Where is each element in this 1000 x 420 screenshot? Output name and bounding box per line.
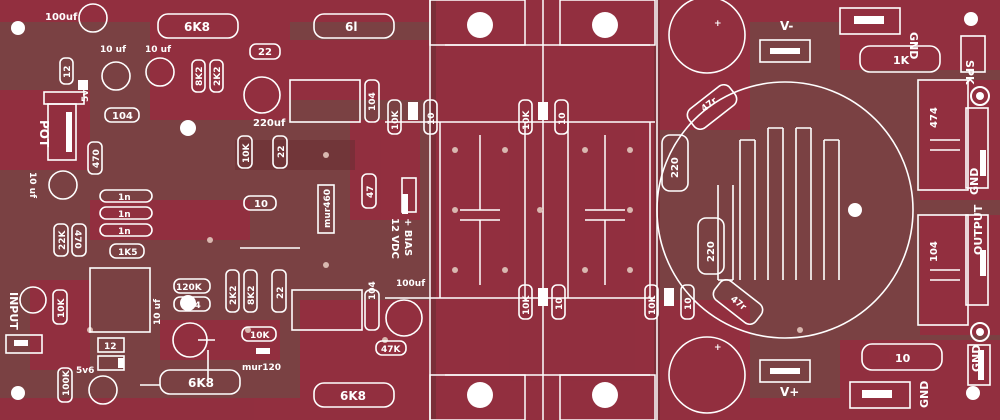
label-c1n-a: 1n bbox=[118, 193, 131, 203]
label-r47-mid: 47 bbox=[366, 185, 376, 198]
label-c474: 474 bbox=[929, 107, 940, 128]
label-r10-t1: 10 bbox=[427, 112, 437, 125]
label-input: INPUT bbox=[7, 292, 20, 330]
label-r22k: 22K bbox=[58, 229, 68, 250]
label-gnd-bot2: GND bbox=[970, 345, 983, 372]
label-r220-b: 220 bbox=[706, 241, 717, 262]
label-c104-right: 104 bbox=[929, 241, 940, 262]
label-plus-top: + bbox=[714, 19, 722, 29]
label-r10-b1: 10 bbox=[555, 297, 565, 310]
label-gnd-top: GND bbox=[907, 32, 920, 59]
label-c10uf-b: 10 uf bbox=[145, 45, 171, 55]
label-spk: SPK bbox=[963, 60, 976, 85]
label-mur460: mur460 bbox=[323, 189, 333, 228]
label-r10k-a: 10K bbox=[242, 142, 252, 163]
label-c100uf-top: 100uf bbox=[45, 12, 78, 23]
label-r6k8-low: 6K8 bbox=[188, 376, 214, 390]
label-mur120: mur120 bbox=[242, 363, 281, 373]
label-pot: POT bbox=[37, 120, 51, 148]
label-c10uf-a: 10 uf bbox=[100, 45, 126, 55]
label-r10-right: 10 bbox=[895, 352, 911, 365]
label-r8k2-a: 8K2 bbox=[195, 67, 205, 87]
label-v-minus: V- bbox=[780, 19, 793, 33]
mounting-holes bbox=[11, 12, 990, 408]
label-r470: 470 bbox=[92, 149, 102, 168]
label-c1n-c: 1n bbox=[118, 227, 131, 237]
label-r10-b2: 10 bbox=[684, 297, 694, 310]
label-vdc: 12 VDC bbox=[389, 218, 400, 259]
label-r8k2-b: 8K2 bbox=[247, 286, 257, 306]
label-r22-top: 22 bbox=[258, 47, 272, 58]
label-r22-low: 22 bbox=[276, 286, 286, 299]
label-gnd-bot: GND bbox=[918, 381, 931, 408]
label-z5v6-top: 5v6 bbox=[81, 84, 91, 102]
label-r1k5: 1K5 bbox=[118, 248, 138, 258]
label-c104-left: 104 bbox=[112, 111, 133, 122]
component-outlines bbox=[5, 7, 991, 409]
label-r10k-b2: 10K bbox=[648, 294, 658, 315]
label-r22-mid: 22 bbox=[277, 145, 287, 158]
label-r6k8-top: 6K8 bbox=[184, 20, 210, 34]
label-v-plus: V+ bbox=[780, 385, 799, 399]
silk-lines bbox=[140, 139, 960, 386]
big-capacitors bbox=[19, 0, 746, 414]
label-z5v6-low: 5v6 bbox=[76, 366, 94, 376]
label-r2k2-a: 2K2 bbox=[213, 67, 223, 87]
label-c104-low: 104 bbox=[182, 301, 201, 311]
label-r10k-low: 10K bbox=[250, 331, 271, 341]
label-bias: + BIAS bbox=[402, 218, 413, 256]
label-r12-low: 12 bbox=[104, 342, 117, 352]
label-r10-t2: 10 bbox=[558, 112, 568, 125]
label-c100uf-low: 100uf bbox=[396, 279, 425, 289]
label-c10uf-low: 10 uf bbox=[153, 299, 163, 325]
label-r10k-t1: 10K bbox=[391, 109, 401, 130]
label-c220uf: 220uf bbox=[253, 118, 286, 129]
label-c104-low2: 104 bbox=[368, 281, 378, 300]
silkscreen-labels: 100uf 6K8 6l 10 uf 10 uf 22 8K2 2K2 12 5… bbox=[7, 12, 985, 408]
label-r120k: 120K bbox=[176, 283, 203, 293]
via-dots bbox=[87, 147, 803, 343]
label-r10k-left: 10K bbox=[57, 297, 67, 318]
label-output: OUTPUT bbox=[972, 204, 985, 255]
label-c10uf-left: 10 uf bbox=[27, 172, 37, 198]
label-r6k8-bot: 6K8 bbox=[340, 389, 366, 403]
label-r100k: 100K bbox=[62, 369, 72, 396]
label-r12-top: 12 bbox=[63, 65, 73, 78]
label-c1n-b: 1n bbox=[118, 210, 131, 220]
label-r10-mid: 10 bbox=[254, 199, 268, 210]
label-r47k: 47K bbox=[381, 345, 402, 355]
label-c104-mid: 104 bbox=[368, 92, 378, 111]
label-r10k-t2: 10K bbox=[522, 109, 532, 130]
label-gnd-right: GND bbox=[968, 168, 981, 195]
label-c470-left: 470 bbox=[72, 230, 82, 249]
coil-outline bbox=[656, 81, 914, 339]
label-r220-a: 220 bbox=[670, 157, 681, 178]
component-marks bbox=[14, 16, 986, 398]
label-r10k-b1: 10K bbox=[522, 294, 532, 315]
label-plus-bot: + bbox=[714, 343, 722, 353]
label-r1k: 1K bbox=[893, 54, 910, 67]
label-r2k2-b: 2K2 bbox=[229, 286, 239, 306]
label-r6l-top: 6l bbox=[345, 20, 357, 34]
